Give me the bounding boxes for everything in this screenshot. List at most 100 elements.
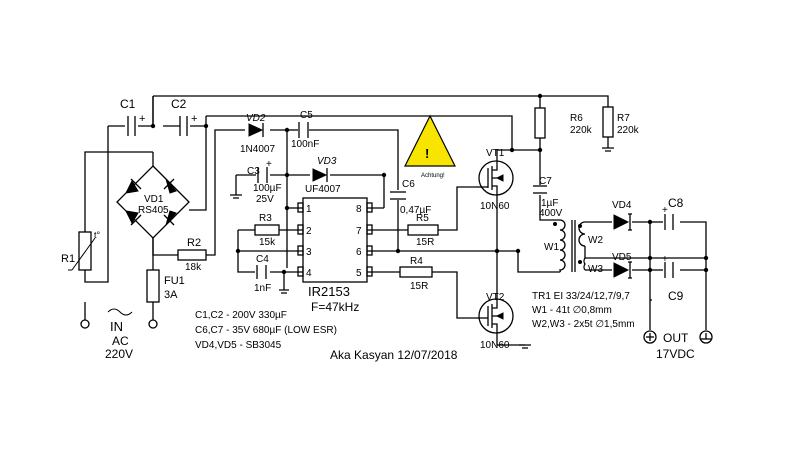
c8-label: C8 — [668, 196, 684, 210]
resistor-r7: R7 220k — [602, 106, 640, 152]
pin-3: 3 — [306, 247, 312, 258]
tr1-note: TR1 EI 33/24/12,7/9,7 — [532, 291, 630, 302]
r4-label: R4 — [410, 256, 423, 267]
warning-icon: ! Achtung! — [404, 114, 456, 179]
vd2-type: 1N4007 — [240, 144, 275, 155]
vd4-label: VD4 — [612, 200, 632, 211]
capacitor-c8: C8 + — [662, 196, 684, 230]
c1-plus: + — [139, 113, 145, 125]
output-terminals: OUT 17VDC — [643, 330, 713, 361]
capacitor-c5: C5 100nF — [291, 110, 319, 150]
fuse-fu1: FU1 3A — [146, 269, 185, 303]
transformer-tr1: W1 W2 W3 — [544, 219, 603, 275]
pin-4: 4 — [306, 268, 312, 279]
c3-plus: + — [266, 159, 272, 170]
resistor-r4: R4 15R — [399, 256, 433, 292]
capacitor-c6: C6 0,47µF — [390, 179, 431, 216]
pin-8: 8 — [356, 204, 362, 215]
diode-vd4: VD4 — [612, 200, 632, 231]
thermistor-r1: R1 t° — [61, 230, 101, 271]
mosfet-vt1: VT1 10N60 — [476, 148, 514, 212]
pin-1: 1 — [306, 204, 312, 215]
c3-value2: 25V — [256, 194, 274, 205]
junctions — [150, 93, 709, 275]
r7-label: R7 — [617, 113, 630, 124]
c5-value: 100nF — [291, 139, 319, 150]
r5-label: R5 — [416, 213, 429, 224]
vd3-label: VD3 — [317, 156, 337, 167]
r2-value: 18k — [185, 262, 202, 273]
c8-plus: + — [662, 205, 668, 216]
w1-label: W1 — [544, 242, 559, 253]
vd2-label: VD2 — [246, 113, 266, 124]
capacitor-c3: C3 + 100µF 25V — [230, 159, 282, 205]
c9-plus: + — [662, 254, 668, 265]
pin-7: 7 — [356, 226, 362, 237]
input-terminals: IN AC 220V — [80, 308, 158, 361]
ic-ir2153: 1 2 3 4 5 6 7 8 IR2153 F=47kHz — [297, 197, 373, 314]
resistor-r6: R6 220k — [534, 107, 593, 139]
resistor-r2: R2 18k — [177, 237, 207, 273]
w1-note: W1 - 41t ∅0,8mm — [532, 305, 612, 316]
c7-label: C7 — [539, 176, 552, 187]
in-voltage: 220V — [105, 347, 133, 361]
c6-value: 0,47µF — [400, 205, 431, 216]
r6-value: 220k — [570, 125, 593, 136]
vd3-type: UF4007 — [305, 184, 341, 195]
transformer-notes: TR1 EI 33/24/12,7/9,7 W1 - 41t ∅0,8mm W2… — [532, 291, 635, 330]
c7-value2: 400V — [539, 208, 563, 219]
resistor-r3: R3 15k — [254, 213, 280, 248]
in-ac: AC — [112, 334, 129, 348]
pin-2: 2 — [306, 226, 312, 237]
vt2-label: VT2 — [486, 292, 505, 303]
note-line-1: C1,C2 - 200V 330µF — [195, 310, 287, 321]
vd1-type: RS405 — [138, 205, 169, 216]
w23-note: W2,W3 - 2x5t ∅1,5mm — [532, 319, 635, 330]
fu1-value: 3A — [164, 289, 178, 301]
r4-value: 15R — [410, 281, 428, 292]
c4-label: C4 — [256, 254, 269, 265]
r7-value: 220k — [617, 125, 640, 136]
c7-value1: 1µF — [541, 198, 558, 209]
ic-frequency: F=47kHz — [311, 300, 359, 314]
r3-label: R3 — [259, 213, 272, 224]
warning-mark: ! — [425, 146, 429, 161]
vt2-type: 10N60 — [480, 340, 510, 351]
in-label: IN — [110, 319, 123, 334]
fu1-label: FU1 — [164, 275, 185, 287]
diode-vd3: VD3 UF4007 — [305, 156, 341, 195]
warning-text: Achtung! — [421, 173, 445, 179]
c6-label: C6 — [402, 179, 415, 190]
c9-label: C9 — [668, 289, 684, 303]
out-label: OUT — [663, 331, 689, 345]
resistor-r5: R5 15R — [407, 213, 439, 248]
vt1-label: VT1 — [486, 148, 505, 159]
r1-label: R1 — [61, 253, 75, 265]
r5-value: 15R — [416, 237, 434, 248]
vd5-label: VD5 — [612, 252, 632, 263]
c1-label: C1 — [120, 97, 136, 111]
vt1-type: 10N60 — [480, 201, 510, 212]
w3-label: W3 — [588, 264, 603, 275]
capacitor-c1: C1 + — [120, 97, 145, 136]
diode-vd2: VD2 1N4007 — [240, 113, 275, 155]
c4-value: 1nF — [254, 283, 271, 294]
out-voltage: 17VDC — [656, 347, 695, 361]
capacitor-c2: C2 + — [171, 97, 197, 136]
pin-5: 5 — [356, 268, 362, 279]
mosfet-vt2: VT2 10N60 — [476, 292, 531, 351]
c5-label: C5 — [300, 110, 313, 121]
c2-label: C2 — [171, 97, 187, 111]
note-line-2: C6,C7 - 35V 680µF (LOW ESR) — [195, 325, 337, 336]
diode-vd5: VD5 — [612, 252, 632, 279]
r6-label: R6 — [570, 113, 583, 124]
component-notes: C1,C2 - 200V 330µF C6,C7 - 35V 680µF (LO… — [195, 310, 337, 351]
capacitor-c9: C9 + — [662, 254, 684, 303]
c3-value1: 100µF — [253, 183, 282, 194]
capacitor-c4: C4 1nF — [254, 254, 289, 294]
r1-temp: t° — [94, 230, 101, 240]
w2-label: W2 — [588, 235, 603, 246]
note-line-3: VD4,VD5 - SB3045 — [195, 340, 282, 351]
vd1-label: VD1 — [144, 194, 164, 205]
capacitor-c7: C7 1µF 400V — [533, 176, 563, 219]
